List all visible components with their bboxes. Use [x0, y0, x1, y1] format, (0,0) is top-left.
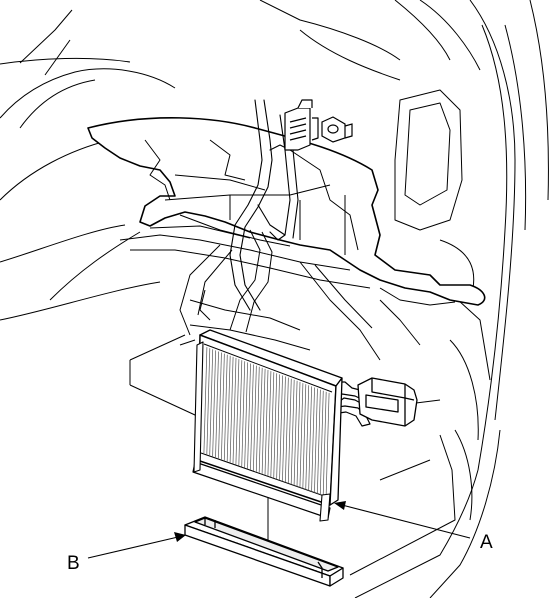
fin-line	[255, 366, 260, 472]
fin-line	[296, 381, 301, 487]
fin-line	[261, 368, 266, 474]
fin-line	[226, 355, 231, 462]
fin-line	[287, 378, 292, 484]
fin-line	[264, 369, 269, 476]
fin-line	[238, 360, 243, 466]
fin-line	[215, 351, 219, 458]
fin-line	[276, 374, 280, 480]
fin-line	[212, 350, 216, 457]
fin-line	[322, 391, 327, 496]
callout-leaders	[87, 504, 471, 559]
fin-line	[293, 380, 298, 486]
arrowhead-a	[334, 501, 346, 510]
dashboard-opening	[87, 117, 486, 306]
drain-tray	[184, 516, 344, 587]
evaporator-core	[192, 329, 343, 522]
fin-line	[308, 386, 312, 491]
fin-line	[206, 348, 211, 455]
callout-label-b: B	[67, 553, 80, 574]
fin-line	[221, 353, 225, 460]
fin-line	[311, 387, 315, 492]
fin-line	[319, 390, 324, 495]
heater-unit-interior	[119, 139, 456, 361]
fin-line	[258, 367, 263, 473]
fin-line	[209, 349, 214, 456]
evaporator-fins	[203, 347, 330, 497]
fin-line	[229, 356, 234, 463]
leader-line-b	[87, 536, 179, 559]
fin-line	[279, 375, 283, 481]
fin-line	[203, 347, 208, 454]
harness-connector	[284, 99, 319, 151]
wire-harness	[229, 99, 299, 311]
fin-line	[282, 376, 286, 482]
fin-line	[270, 372, 275, 478]
fin-line	[317, 389, 321, 494]
fin-line	[218, 352, 222, 459]
fin-line	[250, 364, 254, 470]
fin-line	[314, 388, 318, 493]
leader-line-a	[341, 504, 471, 539]
fin-line	[247, 363, 251, 469]
fin-line	[305, 385, 310, 490]
fin-line	[223, 354, 228, 461]
fin-line	[273, 373, 278, 479]
expansion-valve	[357, 377, 418, 427]
fin-line	[302, 384, 307, 489]
fin-line	[235, 359, 240, 465]
fin-line	[325, 392, 330, 497]
fin-line	[290, 379, 295, 485]
fin-line	[285, 377, 289, 483]
fin-line	[241, 361, 246, 467]
fin-line	[253, 365, 257, 471]
arrowhead-b	[174, 532, 186, 542]
callout-label-a: A	[480, 532, 493, 553]
fin-line	[299, 383, 304, 488]
fin-line	[232, 357, 237, 464]
fin-line	[267, 371, 272, 477]
fin-line	[244, 362, 248, 468]
bolt-icon	[321, 116, 353, 143]
